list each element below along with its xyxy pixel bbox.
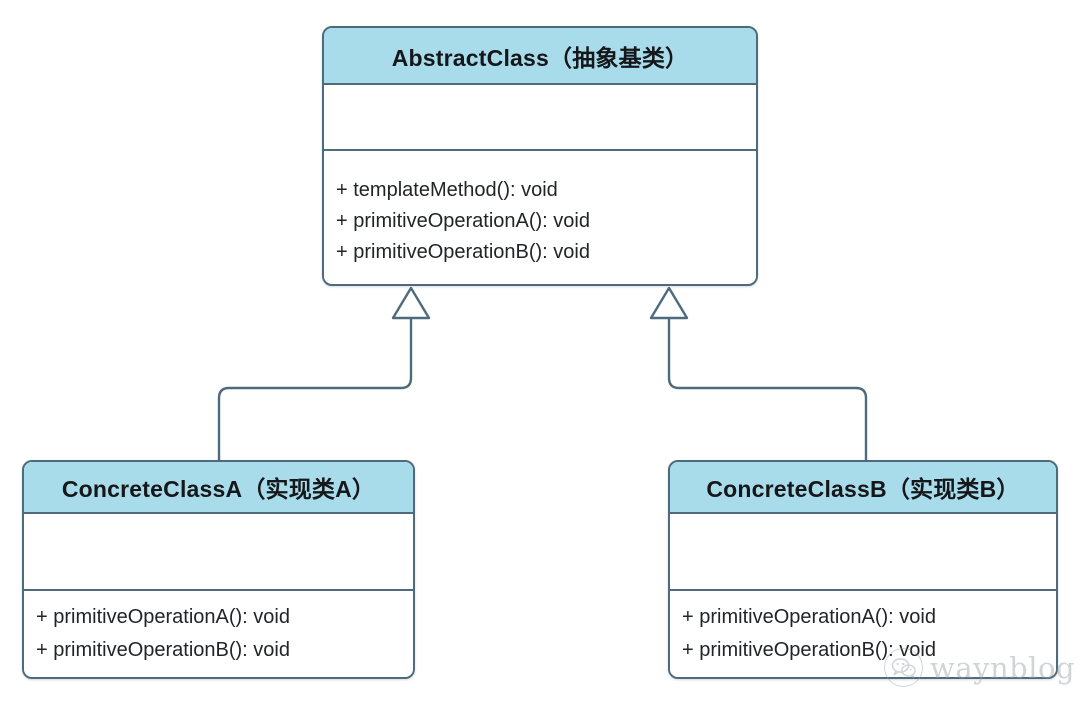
- class-box-abstract[interactable]: AbstractClass（抽象基类） + templateMethod(): …: [322, 26, 758, 286]
- method-item: + primitiveOperationB(): void: [336, 241, 590, 263]
- class-header-abstract: AbstractClass（抽象基类）: [324, 28, 756, 85]
- class-box-concrete-b[interactable]: ConcreteClassB（实现类B） + primitiveOperatio…: [668, 460, 1058, 679]
- method-item: + templateMethod(): void: [336, 179, 558, 201]
- class-attributes-abstract: [324, 85, 756, 151]
- inheritance-arrowhead-left: [391, 286, 431, 320]
- method-item: + primitiveOperationA(): void: [682, 606, 936, 628]
- method-item: + primitiveOperationB(): void: [682, 639, 936, 661]
- class-name-abstract: AbstractClass（抽象基类）: [391, 44, 689, 71]
- class-name-concrete-a: ConcreteClassA（实现类A）: [61, 476, 376, 502]
- class-attributes-concrete-a: [24, 514, 413, 591]
- class-methods-abstract: + templateMethod(): void + primitiveOper…: [324, 151, 756, 282]
- class-name-concrete-b: ConcreteClassB（实现类B）: [706, 476, 1020, 502]
- method-item: + primitiveOperationA(): void: [36, 606, 290, 628]
- class-header-concrete-a: ConcreteClassA（实现类A）: [24, 462, 413, 514]
- class-methods-concrete-a: + primitiveOperationA(): void + primitiv…: [24, 591, 413, 677]
- connector-concrete-a: [217, 316, 413, 462]
- inheritance-arrowhead-right: [649, 286, 689, 320]
- class-attributes-concrete-b: [670, 514, 1056, 591]
- connector-concrete-b: [667, 316, 868, 462]
- class-methods-concrete-b: + primitiveOperationA(): void + primitiv…: [670, 591, 1056, 677]
- class-box-concrete-a[interactable]: ConcreteClassA（实现类A） + primitiveOperatio…: [22, 460, 415, 679]
- method-item: + primitiveOperationA(): void: [336, 210, 590, 232]
- method-item: + primitiveOperationB(): void: [36, 639, 290, 661]
- class-header-concrete-b: ConcreteClassB（实现类B）: [670, 462, 1056, 514]
